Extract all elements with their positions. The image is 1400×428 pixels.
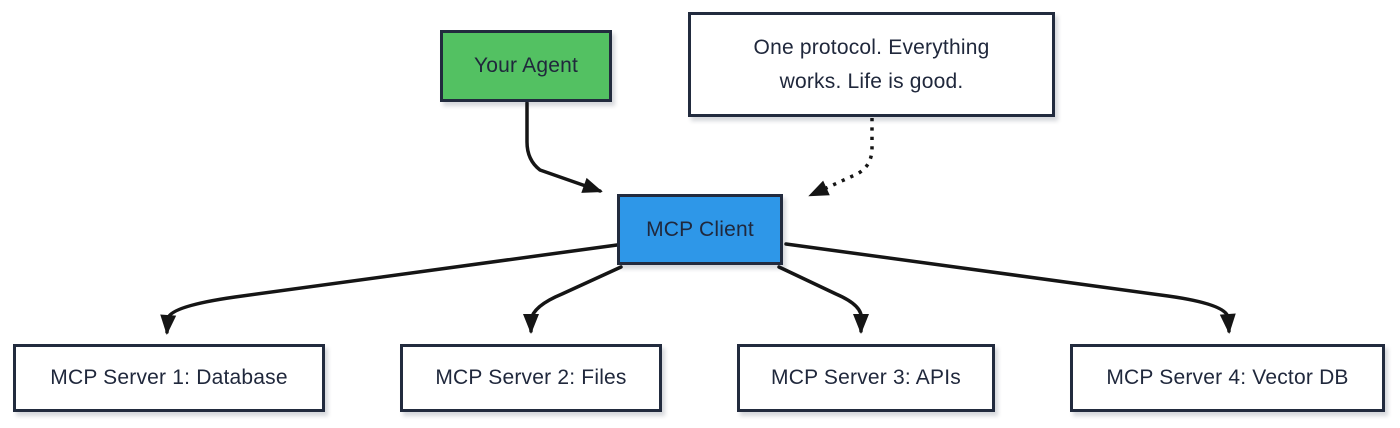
annotation-note: One protocol. Everything works. Life is … — [688, 12, 1055, 117]
mcp-client-node: MCP Client — [617, 194, 783, 265]
mcp-client-label: MCP Client — [646, 217, 754, 241]
annotation-text: One protocol. Everything works. Life is … — [753, 35, 990, 93]
arrow-client-to-server3 — [777, 265, 869, 334]
server-node-database: MCP Server 1: Database — [13, 344, 325, 412]
arrow-client-to-server2 — [523, 265, 623, 334]
server-label: MCP Server 2: Files — [435, 366, 627, 389]
arrow-note-to-client — [808, 118, 874, 197]
arrow-client-to-server1 — [160, 243, 619, 335]
server-label: MCP Server 4: Vector DB — [1106, 366, 1349, 389]
server-node-files: MCP Server 2: Files — [400, 344, 662, 412]
agent-node: Your Agent — [440, 30, 612, 102]
arrow-agent-to-client — [525, 101, 603, 193]
agent-label: Your Agent — [474, 54, 578, 77]
server-label: MCP Server 1: Database — [50, 366, 288, 389]
server-label: MCP Server 3: APIs — [771, 366, 961, 389]
server-node-vectordb: MCP Server 4: Vector DB — [1070, 344, 1385, 412]
server-node-apis: MCP Server 3: APIs — [737, 344, 995, 412]
arrow-client-to-server4 — [784, 242, 1236, 334]
